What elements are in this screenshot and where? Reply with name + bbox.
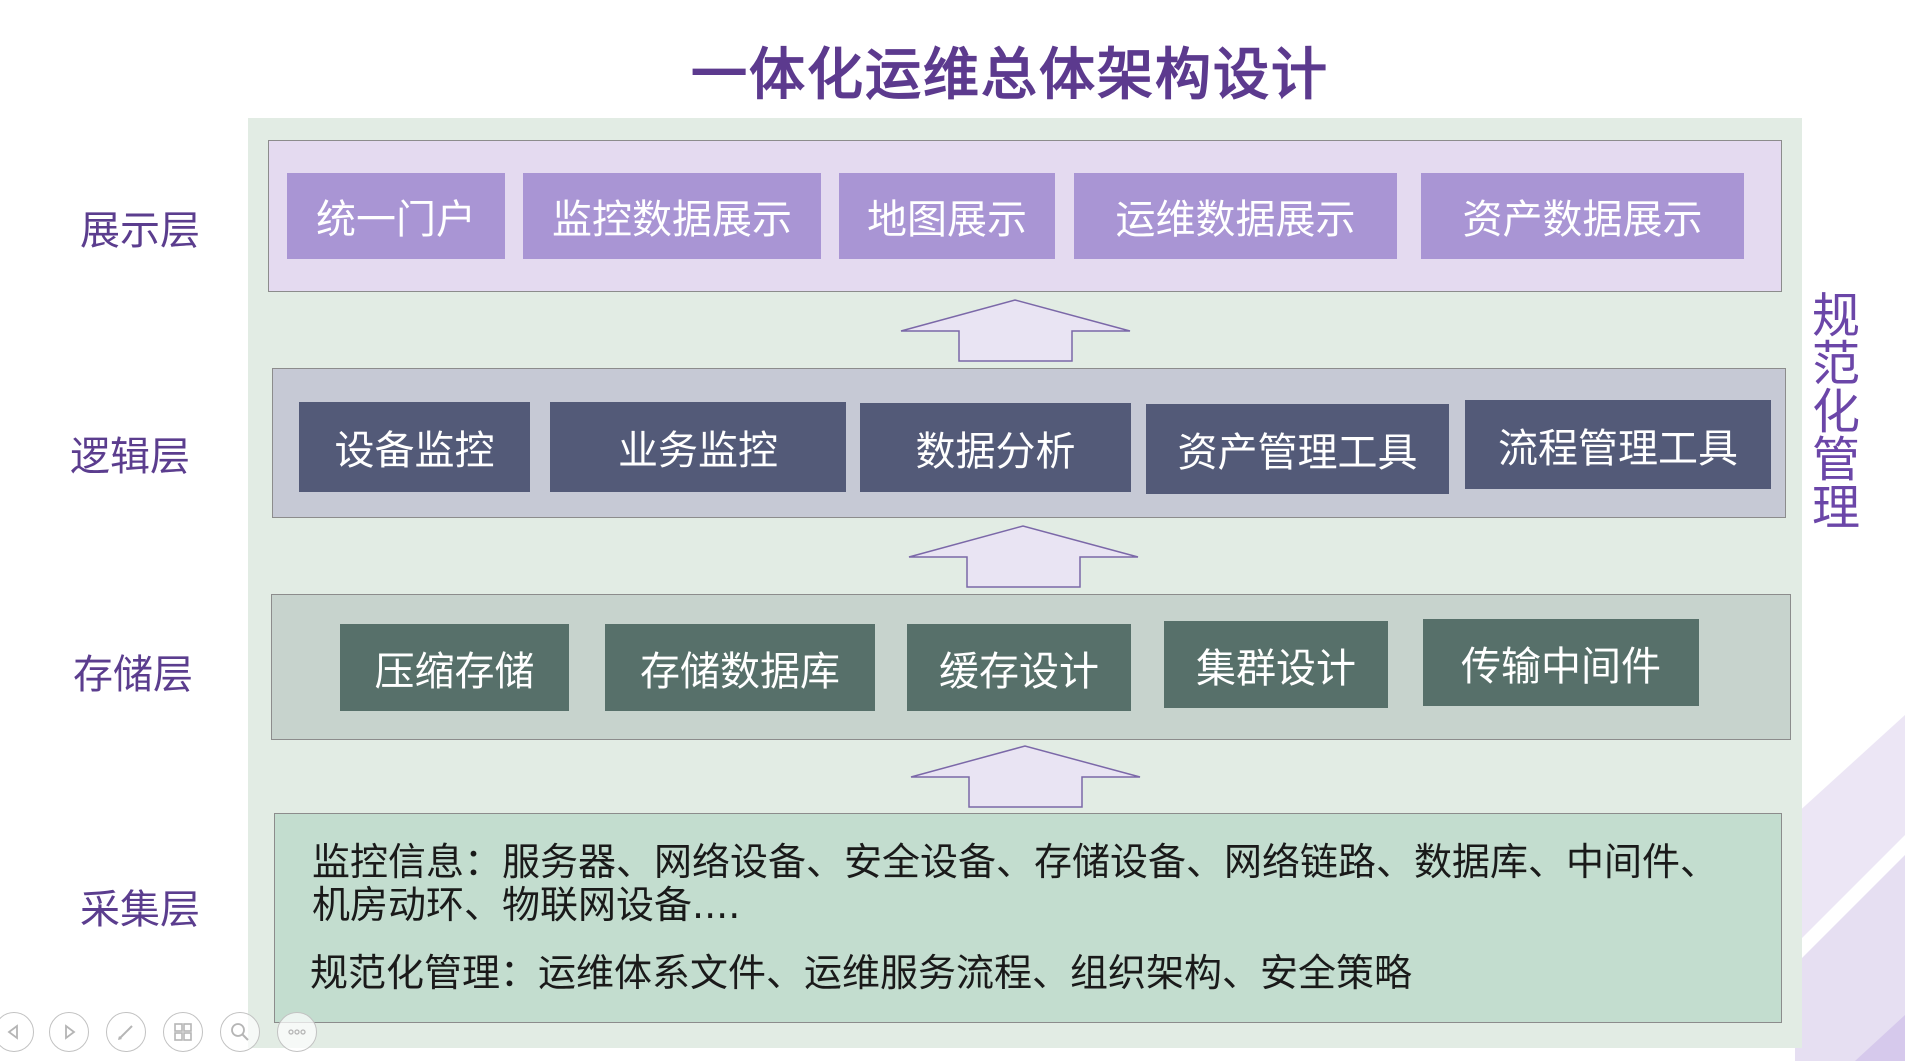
layer-label-storage: 存储层: [73, 652, 193, 698]
prev-icon[interactable]: [0, 1012, 34, 1052]
layer-label-logic: 逻辑层: [70, 434, 190, 480]
logic-item-asset-management-tool: 资产管理工具: [1146, 404, 1449, 494]
next-icon[interactable]: [49, 1012, 89, 1052]
side-label-char: 管: [1811, 432, 1860, 488]
up-arrow: [900, 299, 1131, 362]
side-label-char: 理: [1811, 480, 1860, 536]
collection-monitoring-line-2: 机房动环、物联网设备....: [312, 883, 741, 927]
collection-band: [274, 813, 1782, 1023]
more-icon[interactable]: [277, 1012, 317, 1052]
logic-item-process-management-tool: 流程管理工具: [1465, 400, 1771, 489]
side-label-char: 化: [1811, 384, 1860, 440]
side-label-char: 规: [1811, 288, 1860, 344]
decorative-shapes: [1795, 715, 1905, 1061]
logic-item-device-monitoring: 设备监控: [299, 402, 530, 492]
collection-monitoring-line-1: 监控信息：服务器、网络设备、安全设备、存储设备、网络链路、数据库、中间件、: [312, 840, 1719, 884]
logic-item-business-monitoring: 业务监控: [550, 402, 846, 492]
up-arrow: [908, 525, 1139, 588]
side-label-standardized-management: 规 范 化 管 理: [1806, 292, 1866, 532]
presentation-item-portal: 统一门户: [287, 173, 505, 259]
presentation-item-monitoring-display: 监控数据展示: [523, 173, 821, 259]
slideshow-toolbar: [0, 1012, 340, 1056]
side-label-char: 范: [1811, 336, 1860, 392]
zoom-icon[interactable]: [220, 1012, 260, 1052]
logic-item-data-analysis: 数据分析: [860, 403, 1131, 492]
page-title: 一体化运维总体架构设计: [691, 43, 1329, 108]
storage-item-cluster-design: 集群设计: [1164, 621, 1388, 708]
storage-item-transport-middleware: 传输中间件: [1423, 619, 1699, 706]
collection-standard-management: 规范化管理：运维体系文件、运维服务流程、组织架构、安全策略: [310, 951, 1413, 995]
layer-label-presentation: 展示层: [80, 208, 200, 254]
presentation-item-ops-data-display: 运维数据展示: [1074, 173, 1397, 259]
storage-item-cache-design: 缓存设计: [907, 624, 1131, 711]
up-arrow: [910, 745, 1141, 808]
presentation-item-asset-data-display: 资产数据展示: [1421, 173, 1744, 259]
storage-item-storage-database: 存储数据库: [605, 624, 875, 711]
presentation-item-map-display: 地图展示: [839, 173, 1055, 259]
slides-icon[interactable]: [163, 1012, 203, 1052]
layer-label-collection: 采集层: [80, 887, 200, 933]
pen-icon[interactable]: [106, 1012, 146, 1052]
storage-item-compressed-storage: 压缩存储: [340, 624, 569, 711]
